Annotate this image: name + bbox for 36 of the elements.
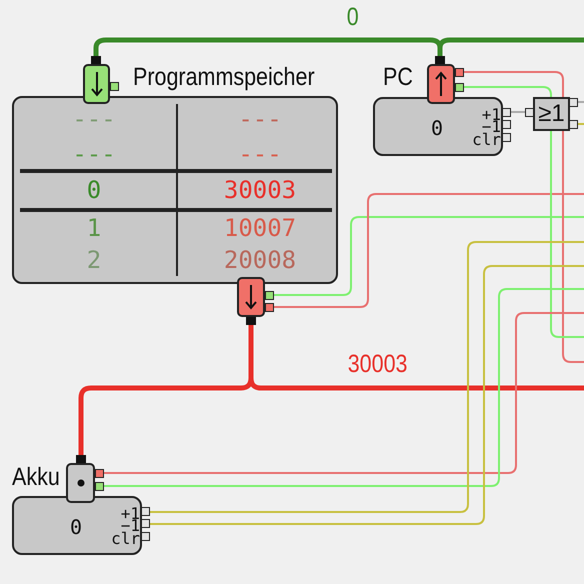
- connector-port: [237, 277, 274, 325]
- table-cell-text: 1: [86, 214, 102, 242]
- signal-wire: [274, 193, 584, 308]
- table-cell-text: ---: [237, 140, 283, 168]
- table-cell-text: 20008: [222, 246, 298, 274]
- port-label: +1: [482, 108, 501, 122]
- register-value: 0: [70, 515, 82, 539]
- table-cell-text: ---: [71, 140, 117, 168]
- signal-wire: [578, 123, 584, 125]
- register-value: 0: [431, 116, 444, 140]
- bus-line: [94, 38, 442, 56]
- port-label: clr: [472, 133, 501, 147]
- port-label: −1: [482, 120, 501, 134]
- table-cell-text: 2: [86, 246, 102, 274]
- signal-wire: [578, 101, 584, 103]
- signal-wire: [274, 216, 584, 296]
- signal-wire: [103, 312, 584, 474]
- connector-port: [82, 56, 121, 104]
- port-label: clr: [111, 532, 140, 546]
- table-cell-text: 0: [86, 176, 102, 204]
- signal-wire: [511, 111, 525, 113]
- block-title: Akku: [12, 462, 60, 492]
- block-title: PC: [383, 62, 413, 92]
- table-cell-text: 30003: [222, 176, 298, 204]
- signal-wire: [103, 288, 584, 487]
- table-cell-text: ---: [71, 105, 117, 133]
- memory-table: [12, 96, 338, 284]
- block-title: Programmspeicher: [133, 62, 315, 92]
- table-cell-text: 10007: [222, 214, 298, 242]
- connector-port: [427, 56, 464, 104]
- or-gate: [525, 97, 578, 131]
- connector-port: [66, 455, 103, 503]
- port-label: −1: [120, 519, 140, 533]
- gate-label: ≥1: [538, 101, 565, 127]
- port-label: +1: [120, 507, 140, 521]
- table-cell-text: ---: [237, 105, 283, 133]
